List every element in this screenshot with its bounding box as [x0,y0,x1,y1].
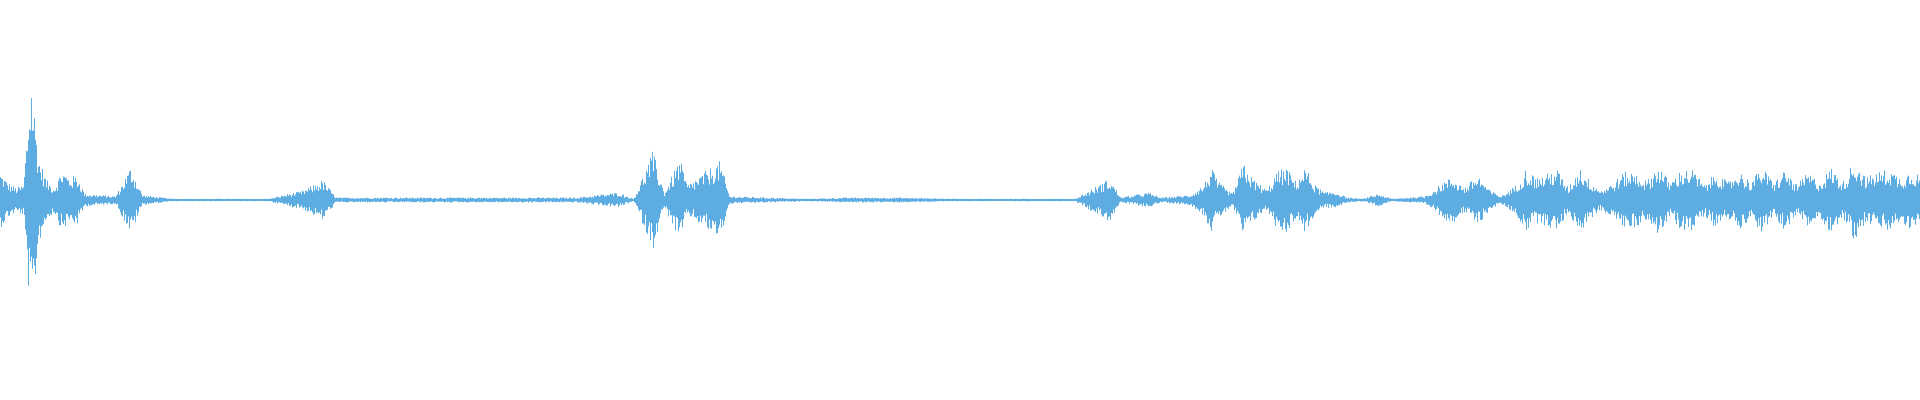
waveform-graphic [0,98,1920,286]
